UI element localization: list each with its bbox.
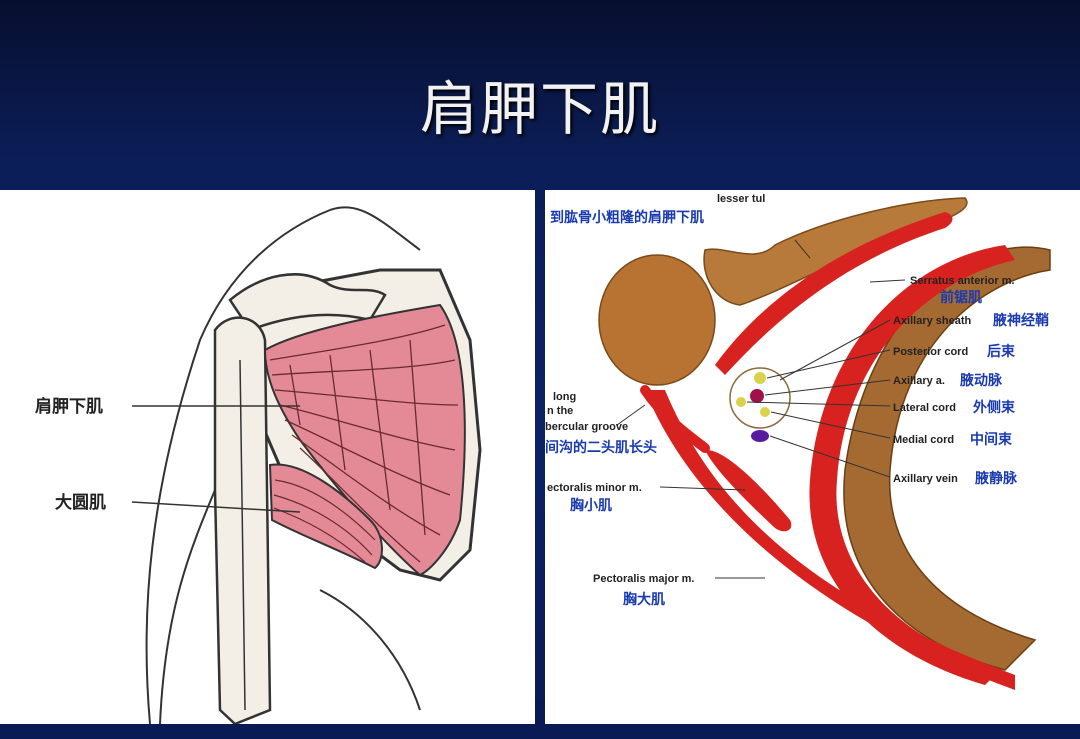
label-axillary-sheath-en: Axillary sheath [893, 315, 972, 327]
leader-lines [616, 239, 906, 579]
axillary-vein-dot [751, 430, 769, 442]
label-biceps-cn: 间沟的二头肌长头 [545, 439, 657, 455]
label-biceps-line2: n the [547, 405, 573, 417]
serratus-muscle [809, 245, 1015, 685]
bottom-bar [0, 726, 1080, 739]
chest-outline [319, 589, 421, 711]
label-pec-major-en: Pectoralis major m. [593, 573, 695, 585]
axillary-artery-dot [750, 389, 764, 403]
humerus-line [239, 359, 246, 711]
body-outline [145, 209, 331, 724]
label-axillary-a-en: Axillary a. [893, 375, 945, 387]
label-pec-minor-cn: 胸小肌 [570, 497, 612, 513]
slide-title: 肩胛下肌 [419, 75, 660, 143]
label-serratus-cn: 前锯肌 [940, 289, 982, 305]
lateral-cord-dot [736, 397, 746, 407]
arm-outline [159, 489, 216, 724]
posterior-cord-dot [754, 372, 766, 384]
label-axillary-a-cn: 腋动脉 [960, 372, 1003, 388]
label-biceps-line1: long [553, 391, 576, 403]
label-lateral-cord-en: Lateral cord [893, 402, 956, 414]
humeral-head-bone [598, 254, 716, 386]
pec-minor-muscle [705, 449, 792, 532]
label-subscapularis: 肩胛下肌 [35, 396, 103, 416]
label-top-banner: 到肱骨小粗隆的肩胛下肌 [550, 209, 704, 225]
teres-major-muscle [268, 463, 383, 570]
teres-major-fibers [273, 479, 376, 563]
label-serratus-en: Serratus anterior m. [910, 275, 1015, 287]
medial-cord-dot [760, 407, 770, 417]
label-medial-cord-cn: 中间束 [970, 431, 1013, 447]
biceps-tendon [640, 385, 710, 453]
label-axillary-sheath-cn: 腋神经鞘 [993, 312, 1049, 328]
label-medial-cord-en: Medial cord [893, 434, 954, 446]
axilla-section-diagram: 到肱骨小粗隆的肩胛下肌 lesser tul Serratus anterior… [545, 193, 1051, 690]
scapula-spine-bone [703, 197, 968, 306]
label-pec-major-cn: 胸大肌 [623, 591, 665, 607]
acromion [228, 273, 387, 332]
axilla-section-panel: 到肱骨小粗隆的肩胛下肌 lesser tul Serratus anterior… [545, 190, 1080, 724]
shoulder-illustration: 肩胛下肌 大圆肌 [35, 206, 482, 724]
label-axillary-vein-cn: 腋静脉 [975, 470, 1018, 486]
shoulder-illustration-panel: 肩胛下肌 大圆肌 [0, 190, 535, 724]
teres-major-leader [131, 501, 301, 513]
neck-outline [329, 206, 421, 251]
subscapularis-fibers [269, 324, 459, 563]
label-lateral-cord-cn: 外侧束 [973, 399, 1016, 415]
label-posterior-cord-cn: 后束 [987, 343, 1016, 359]
label-biceps-line3: bercular groove [545, 421, 628, 433]
subscapularis-band [715, 212, 953, 375]
label-teres-major: 大圆肌 [55, 492, 106, 512]
label-axillary-vein-en: Axillary vein [893, 473, 958, 485]
label-posterior-cord-en: Posterior cord [893, 346, 968, 358]
label-lesser-tubercle: lesser tul [717, 193, 765, 205]
label-pec-minor-en: ectoralis minor m. [547, 482, 642, 494]
